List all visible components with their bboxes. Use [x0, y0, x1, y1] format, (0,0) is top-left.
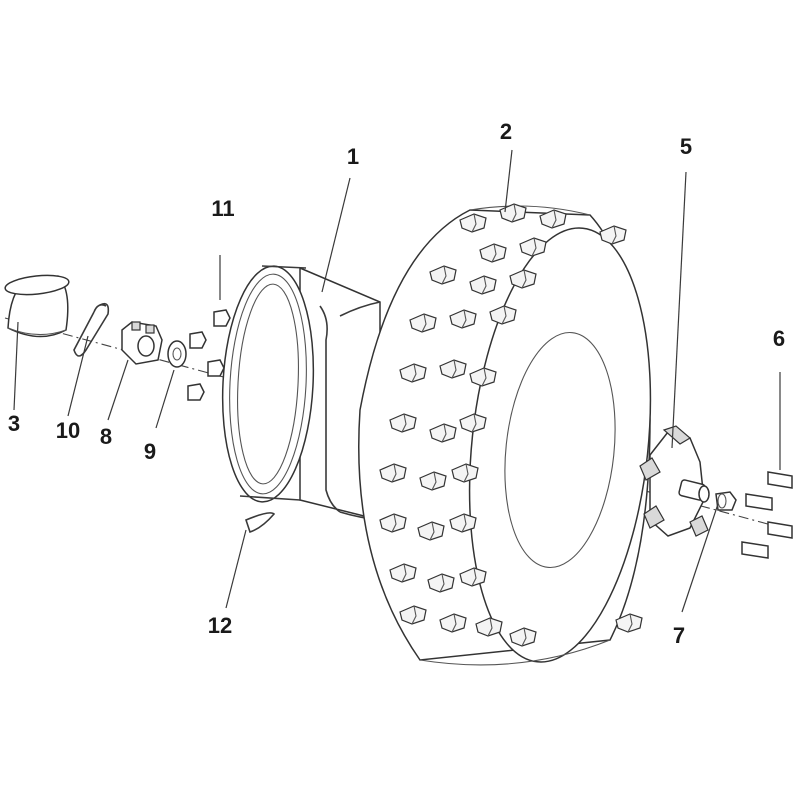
leader-10 [67, 335, 89, 417]
part-valve-stem [245, 512, 276, 534]
leader-2 [504, 149, 513, 213]
callout-1: 1 [346, 144, 360, 169]
leader-8 [107, 359, 129, 421]
leader-9 [155, 369, 175, 429]
callout-3: 3 [7, 411, 21, 436]
callout-10: 10 [55, 418, 81, 443]
leader-1 [321, 177, 351, 293]
callout-8: 8 [99, 424, 113, 449]
part-tire [358, 203, 652, 666]
leader-7 [681, 503, 719, 613]
callout-7: 7 [672, 623, 686, 648]
part-castle-nut [121, 321, 163, 365]
callout-11: 11 [211, 196, 235, 221]
leader-3 [13, 321, 19, 411]
part-rim [221, 265, 381, 521]
part-wheel-studs [741, 372, 793, 559]
callout-6: 6 [772, 326, 786, 351]
callout-2: 2 [499, 119, 513, 144]
callout-9: 9 [143, 439, 157, 464]
part-washer [167, 340, 187, 368]
leader-12 [225, 529, 247, 609]
part-lug-nuts [187, 255, 231, 401]
part-spacer-nut [715, 491, 737, 511]
part-hub-cap [4, 274, 70, 338]
part-cotter-pin [73, 302, 110, 357]
callout-12: 12 [207, 613, 233, 638]
leader-5 [671, 171, 687, 449]
part-wheel-hub [639, 425, 710, 537]
callout-5: 5 [679, 134, 693, 159]
